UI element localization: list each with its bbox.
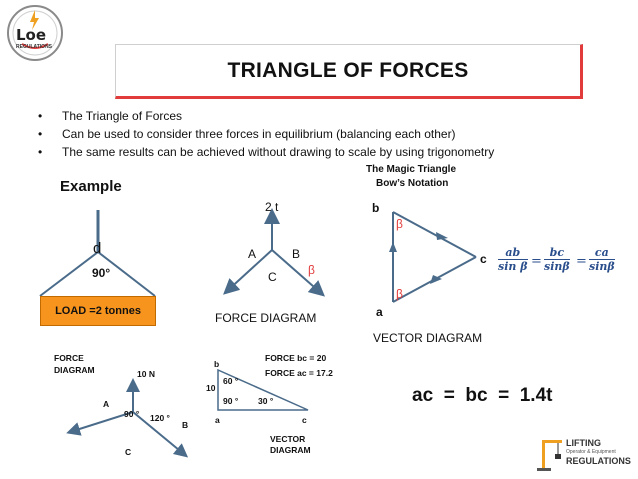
result-equation: ac = bc = 1.4t — [412, 385, 553, 406]
force-label-b: B — [292, 247, 301, 261]
small-vector-label-b: b — [214, 359, 220, 369]
bullet-item: •The Triangle of Forces — [38, 109, 183, 123]
magic-title: The Magic Triangle — [366, 164, 457, 175]
small-vector-label-a: a — [215, 415, 220, 425]
brand-line1: LIFTING — [566, 438, 601, 448]
example-point-label: d — [93, 240, 102, 257]
small-vector-angle-90: 90 ° — [223, 396, 239, 406]
logo-subtext: REGULATIONS — [16, 44, 53, 50]
load-box: LOAD =2 tonnes — [40, 296, 156, 326]
force-label-c: C — [268, 270, 277, 284]
small-vector-side: 10 — [206, 383, 216, 393]
force-caption: FORCE DIAGRAM — [215, 311, 317, 325]
brand-logo: LIFTING Operator & Equipment REGULATIONS — [534, 434, 632, 474]
vector-caption: VECTOR DIAGRAM — [373, 331, 483, 345]
logo-badge-icon — [7, 5, 63, 61]
vector-label-b: b — [372, 201, 380, 215]
formula-fraction-ca: ca sinβ — [589, 246, 615, 273]
vector-beta-bottom: β — [396, 287, 403, 301]
page-title: TRIANGLE OF FORCES — [115, 44, 583, 99]
formula-fraction-bc: bc sinβ — [544, 246, 570, 273]
small-vector-label-c: c — [302, 415, 307, 425]
bullet-item: •The same results can be achieved withou… — [38, 145, 495, 159]
small-vector-caption: VECTOR DIAGRAM — [270, 434, 311, 455]
small-vector-force-bc: FORCE bc = 20 — [265, 353, 327, 363]
bullet-item: •Can be used to consider three forces in… — [38, 127, 456, 141]
small-vector-angle-30: 30 ° — [258, 396, 274, 406]
force-top-label: 2 t — [265, 200, 279, 214]
small-force-value: 10 N — [137, 369, 155, 379]
vector-beta-top: β — [396, 217, 403, 231]
example-heading: Example — [60, 178, 122, 195]
brand-line3: REGULATIONS — [566, 456, 631, 466]
force-beta: β — [308, 263, 315, 277]
small-force-angle-120: 120 ° — [150, 413, 170, 423]
bullet-list: •The Triangle of Forces •Can be used to … — [38, 107, 618, 161]
formula-equals: = — [576, 254, 587, 269]
small-force-angle-90: 90 ° — [124, 409, 140, 419]
example-angle: 90° — [92, 266, 111, 280]
magic-subtitle: Bow’s Notation — [376, 178, 449, 189]
small-force-label-a: A — [103, 399, 110, 409]
force-label-a: A — [248, 247, 257, 261]
small-force-title: FORCE DIAGRAM — [54, 353, 95, 375]
small-vector-angle-60: 60 ° — [223, 376, 239, 386]
vector-label-c: c — [480, 252, 487, 266]
small-force-label-c: C — [125, 447, 132, 457]
logo: Loe REGULATIONS — [6, 4, 64, 62]
formula-equals: = — [531, 254, 542, 269]
vector-label-a: a — [376, 305, 383, 319]
logo-text: Loe — [16, 26, 47, 44]
formula-fraction-ab: ab sin β — [498, 246, 528, 273]
small-force-label-b: B — [182, 420, 189, 430]
crane-icon — [537, 440, 562, 471]
brand-line2: Operator & Equipment — [566, 449, 616, 455]
small-vector-force-ac: FORCE ac = 17.2 — [265, 368, 333, 378]
